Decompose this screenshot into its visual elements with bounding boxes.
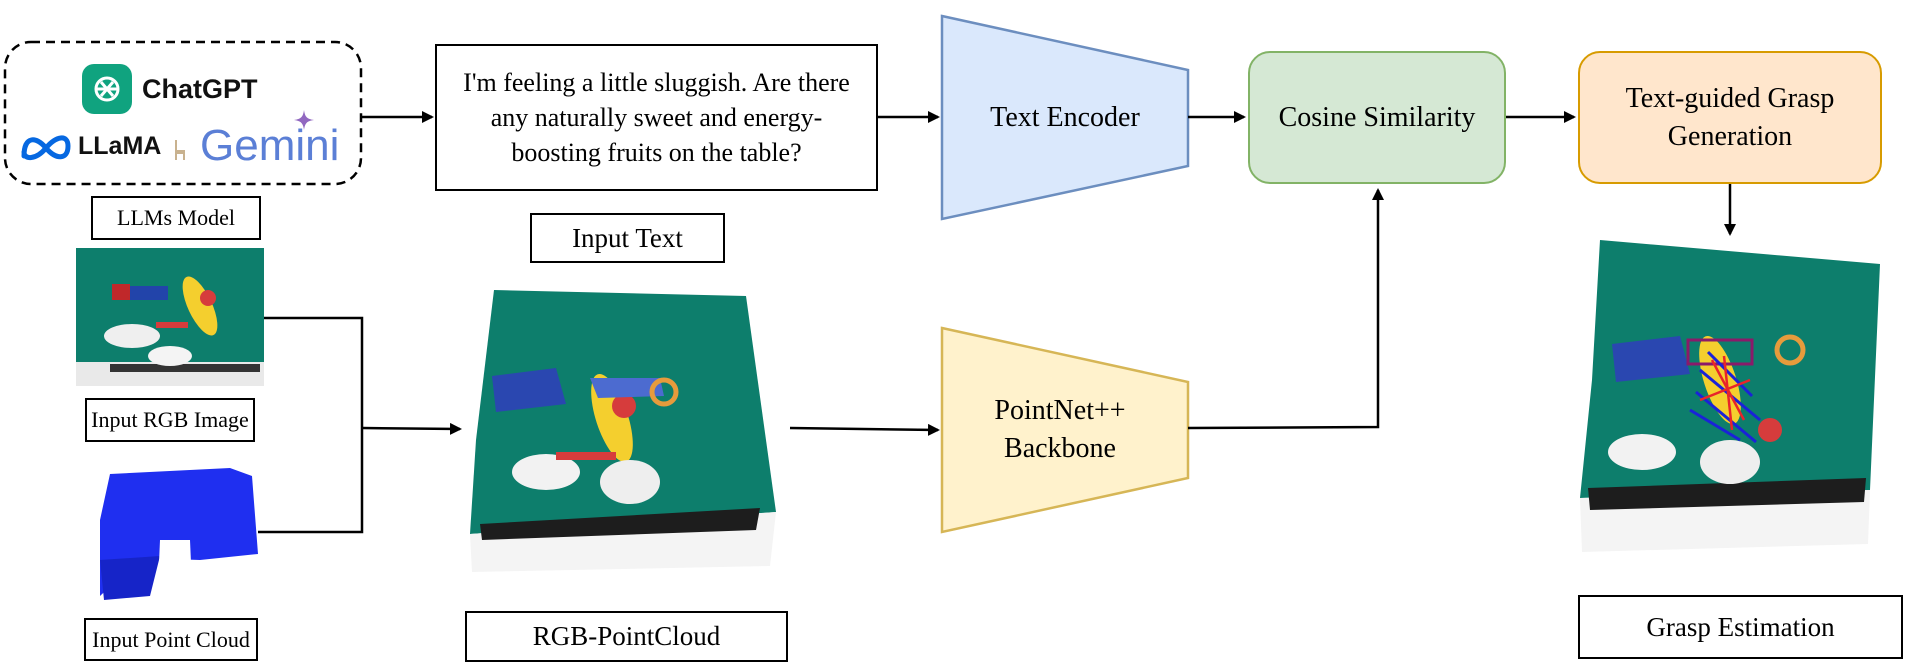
input-text-label: Input Text xyxy=(530,213,725,263)
arrow-backbone-to-similarity xyxy=(1187,188,1384,430)
gemini-logo: Gemini xyxy=(200,121,340,170)
grasp-estimation-image xyxy=(1580,240,1880,552)
llama-logo: LLaMA xyxy=(78,132,162,160)
backbone-shape xyxy=(940,326,1190,534)
input-pointcloud-image xyxy=(100,468,258,600)
rgb-pointcloud-label: RGB-PointCloud xyxy=(465,611,788,662)
cosine-similarity-box: Cosine Similarity xyxy=(1248,51,1506,184)
llm-label: LLMs Model xyxy=(91,196,261,240)
grasp-estimation-label: Grasp Estimation xyxy=(1578,595,1903,659)
input-rgb-image xyxy=(76,248,264,386)
prompt-text-box: I'm feeling a little sluggish. Are there… xyxy=(435,44,878,191)
arrow-merge-to-fused xyxy=(361,422,462,435)
gemini-sparkle-icon xyxy=(294,110,314,130)
chatgpt-logo: ChatGPT xyxy=(142,74,258,104)
grasp-generation-box: Text-guided Grasp Generation xyxy=(1578,51,1882,184)
input-rgb-label: Input RGB Image xyxy=(85,398,255,442)
openai-icon xyxy=(82,64,132,114)
arrow-fused-to-backbone xyxy=(789,423,940,436)
meta-icon xyxy=(20,132,72,164)
llm-logos: ChatGPT LLaMA Gemini xyxy=(20,62,350,174)
text-encoder-label: Text Encoder xyxy=(990,102,1140,133)
text-encoder-shape xyxy=(940,14,1190,221)
llama-icon xyxy=(173,138,187,160)
rgb-pointcloud-image xyxy=(470,290,776,572)
backbone-label: PointNet++ Backbone xyxy=(994,395,1126,464)
llm-dashed-box xyxy=(3,40,363,186)
connector-rgb-merge xyxy=(258,316,364,534)
input-pointcloud-label: Input Point Cloud xyxy=(84,618,258,661)
